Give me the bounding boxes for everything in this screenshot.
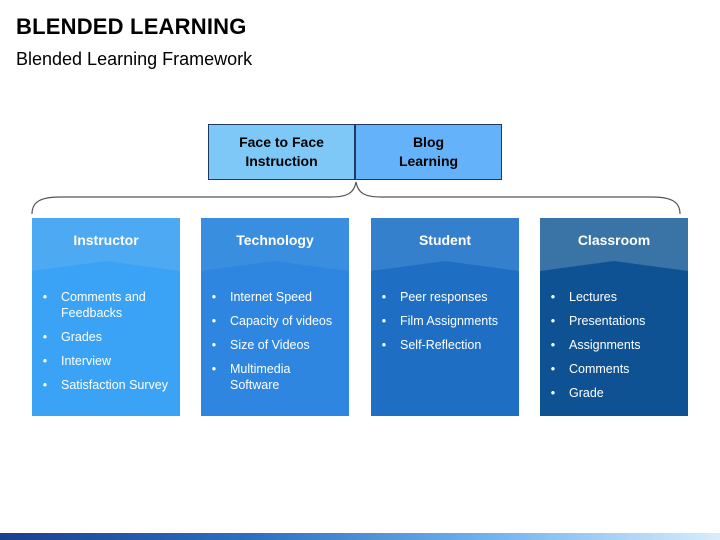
- bullet-dot-icon: •: [42, 330, 48, 344]
- column-arrow: [371, 261, 519, 271]
- bullet-text: Comments and Feedbacks: [61, 290, 146, 320]
- column-body: • Internet Speed • Capacity of videos • Size …: [201, 271, 349, 416]
- bullet-dot-icon: •: [550, 290, 556, 304]
- column-header-label: Student: [418, 231, 472, 248]
- bullet-dot-icon: •: [381, 338, 387, 352]
- column-technology: Technology • Internet Speed • Capacity of v…: [201, 218, 349, 416]
- bullet-dot-icon: •: [550, 314, 556, 328]
- bullet-text: Satisfaction Survey: [61, 378, 168, 392]
- column-header: Classroom: [540, 218, 688, 261]
- bullet-text: Lectures: [569, 290, 617, 304]
- bullet-item: • Comments: [548, 361, 680, 377]
- top-box-blog-learning: Blog Learning: [355, 124, 502, 180]
- column-header-label: Technology: [236, 231, 314, 248]
- column-classroom: Classroom • Lectures • Presentations • Assign…: [540, 218, 688, 416]
- bullet-dot-icon: •: [550, 338, 556, 352]
- page-title: BLENDED LEARNING: [16, 14, 247, 39]
- bullet-list: • Peer responses • Film Assignments • Self-Re…: [379, 289, 511, 353]
- bullet-text: Internet Speed: [230, 290, 313, 304]
- bullet-dot-icon: •: [211, 314, 217, 328]
- bullet-text: Assignments: [569, 338, 641, 352]
- bullet-item: • Film Assignments: [379, 313, 511, 329]
- bullet-text: Film Assignments: [400, 314, 498, 328]
- bullet-text: Capacity of videos: [230, 314, 333, 328]
- bullet-text: Multimedia Software: [230, 362, 291, 392]
- bullet-item: • Presentations: [548, 313, 680, 329]
- bullet-item: • Peer responses: [379, 289, 511, 305]
- bullet-dot-icon: •: [550, 362, 556, 376]
- column-instructor: Instructor • Comments and Feedbacks • Grade…: [32, 218, 180, 416]
- column-arrow: [201, 261, 349, 271]
- bullet-item: • Assignments: [548, 337, 680, 353]
- column-header: Student: [371, 218, 519, 261]
- bullet-text: Grade: [569, 386, 604, 400]
- bullet-list: • Lectures • Presentations • Assignments • Comm…: [548, 289, 680, 401]
- bullet-dot-icon: •: [42, 378, 48, 392]
- bullet-item: • Capacity of videos: [209, 313, 341, 329]
- bullet-item: • Comments and Feedbacks: [40, 289, 172, 321]
- bullet-item: • Interview: [40, 353, 172, 369]
- bullet-dot-icon: •: [550, 386, 556, 400]
- column-arrow: [32, 261, 180, 271]
- bullet-item: • Lectures: [548, 289, 680, 305]
- bullet-item: • Internet Speed: [209, 289, 341, 305]
- column-header-label: Instructor: [73, 231, 139, 248]
- curly-brace-connector: [31, 181, 681, 215]
- bullet-list: • Comments and Feedbacks • Grades • Interview…: [40, 289, 172, 393]
- bullet-dot-icon: •: [42, 290, 48, 304]
- bullet-text: Interview: [61, 354, 112, 368]
- column-body: • Peer responses • Film Assignments • Self-Re…: [371, 271, 519, 416]
- bullet-item: • Grades: [40, 329, 172, 345]
- bullet-text: Peer responses: [400, 290, 488, 304]
- bullet-item: • Multimedia Software: [209, 361, 341, 393]
- column-header-label: Classroom: [577, 231, 651, 248]
- bullet-dot-icon: •: [211, 362, 217, 376]
- column-header: Technology: [201, 218, 349, 261]
- bullet-dot-icon: •: [211, 290, 217, 304]
- bullet-text: Presentations: [569, 314, 646, 328]
- column-body: • Lectures • Presentations • Assignments • Comm…: [540, 271, 688, 416]
- bullet-text: Comments: [569, 362, 630, 376]
- bullet-text: Size of Videos: [230, 338, 310, 352]
- column-student: Student • Peer responses • Film Assignments…: [371, 218, 519, 416]
- column-body: • Comments and Feedbacks • Grades • Interview…: [32, 271, 180, 416]
- footer-gradient-bar: [0, 533, 720, 540]
- bullet-item: • Grade: [548, 385, 680, 401]
- page-subtitle: Blended Learning Framework: [16, 49, 253, 69]
- bullet-dot-icon: •: [42, 354, 48, 368]
- bullet-dot-icon: •: [381, 314, 387, 328]
- bullet-list: • Internet Speed • Capacity of videos • Size …: [209, 289, 341, 393]
- column-header: Instructor: [32, 218, 180, 261]
- column-arrow: [540, 261, 688, 271]
- bullet-dot-icon: •: [381, 290, 387, 304]
- bullet-text: Grades: [61, 330, 102, 344]
- bullet-dot-icon: •: [211, 338, 217, 352]
- bullet-item: • Self-Reflection: [379, 337, 511, 353]
- bullet-text: Self-Reflection: [400, 338, 482, 352]
- bullet-item: • Size of Videos: [209, 337, 341, 353]
- bullet-item: • Satisfaction Survey: [40, 377, 172, 393]
- top-box-face-to-face: Face to Face Instruction: [208, 124, 355, 180]
